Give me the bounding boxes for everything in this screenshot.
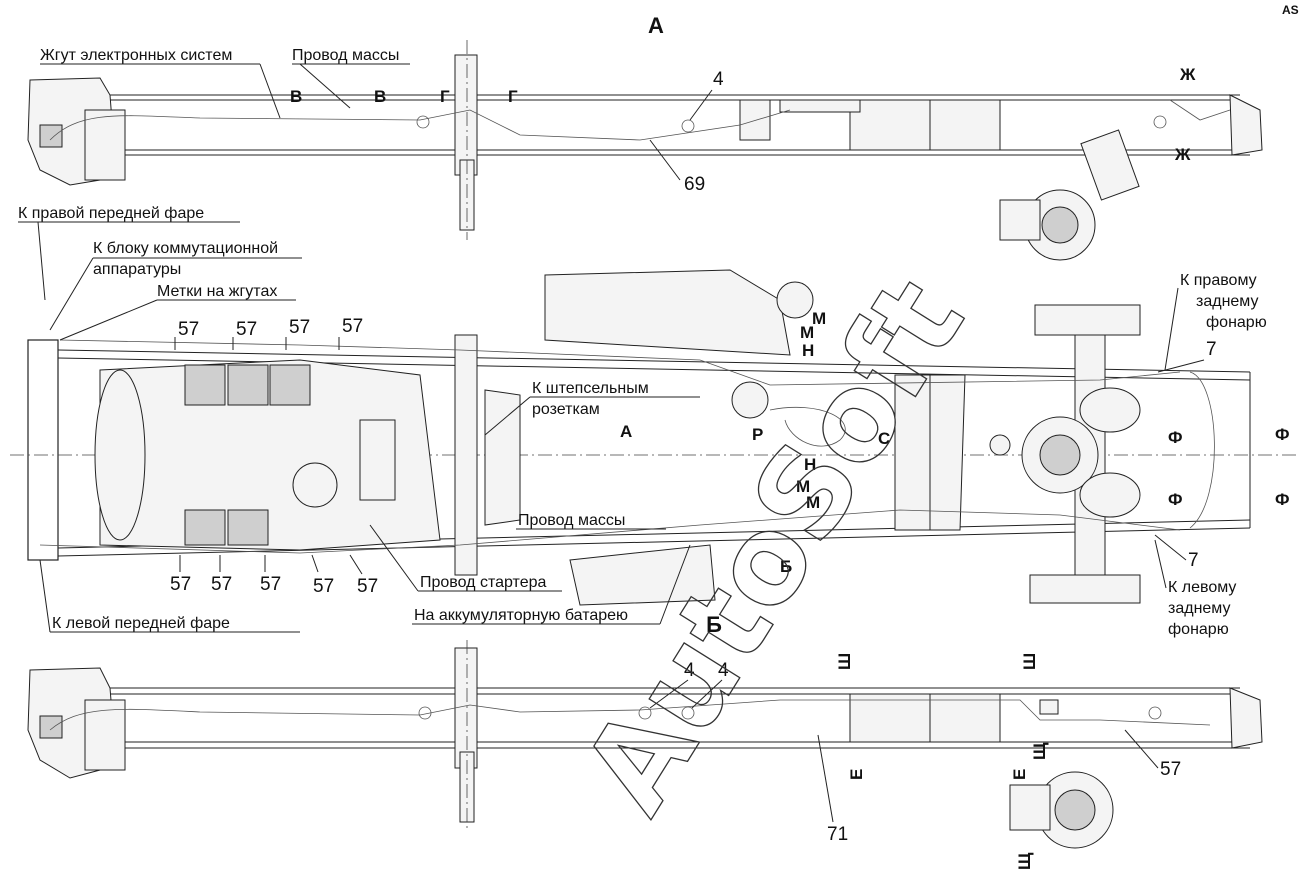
label-harness-electronic: Жгут электронных систем: [40, 47, 232, 64]
callout-57-i: 57: [357, 576, 378, 597]
label-sockets-line1: К штепсельным: [532, 380, 649, 397]
section-f-3: Ф: [1168, 490, 1183, 509]
corner-logo: AS: [1282, 3, 1299, 17]
section-f-4: Ф: [1275, 490, 1290, 509]
label-ground-wire-top: Провод массы: [292, 47, 399, 64]
label-harness-marks: Метки на жгутах: [157, 283, 277, 300]
label-right-rear-line3: фонарю: [1206, 314, 1267, 331]
section-m-1: М: [812, 309, 826, 328]
label-left-rear-line1: К левому: [1168, 579, 1236, 596]
label-to-battery: На аккумуляторную батарею: [414, 607, 628, 624]
label-switch-block-line1: К блоку коммутационной: [93, 240, 278, 257]
callout-4-top: 4: [713, 69, 724, 90]
section-r: Р: [752, 425, 763, 444]
callout-57-g: 57: [260, 574, 281, 595]
section-s: С: [878, 429, 890, 448]
section-a-arrow: А: [620, 422, 632, 441]
section-zh-bottom: Ж: [1174, 145, 1191, 164]
callout-7-bottom: 7: [1188, 550, 1199, 571]
callout-57-right: 57: [1160, 759, 1181, 780]
section-shch-2: Щ: [1015, 852, 1034, 870]
section-v-right: В: [374, 87, 386, 106]
label-left-front-lamp: К левой передней фаре: [52, 615, 230, 632]
section-zh-top: Ж: [1179, 65, 1196, 84]
callout-71: 71: [827, 824, 848, 845]
callout-57-e: 57: [170, 574, 191, 595]
callout-57-d: 57: [342, 316, 363, 337]
label-right-rear-line2: заднему: [1196, 293, 1258, 310]
callout-4-bottom-1: 4: [684, 660, 695, 681]
callout-57-a: 57: [178, 319, 199, 340]
view-b-side-frame: [27, 640, 1263, 849]
label-right-rear-line1: К правому: [1180, 272, 1257, 289]
label-sockets-line2: розеткам: [532, 401, 600, 418]
section-m-4: М: [806, 493, 820, 512]
view-a-title: А: [648, 13, 664, 38]
section-m-2: М: [800, 323, 814, 342]
callout-57-b: 57: [236, 319, 257, 340]
section-shch-1: Щ: [1030, 742, 1049, 760]
section-f-1: Ф: [1168, 428, 1183, 447]
section-e-2: Е: [1010, 769, 1029, 780]
section-e-1: Е: [847, 769, 866, 780]
label-ground-wire-mid: Провод массы: [518, 512, 625, 529]
section-g-right: Г: [508, 87, 518, 106]
callout-57-c: 57: [289, 317, 310, 338]
callout-4-bottom-2: 4: [718, 660, 729, 681]
section-f-2: Ф: [1275, 425, 1290, 444]
callout-57-f: 57: [211, 574, 232, 595]
view-a-side-frame: [27, 40, 1263, 261]
section-g-left: Г: [440, 87, 450, 106]
section-v-left: В: [290, 87, 302, 106]
callout-69: 69: [684, 174, 705, 195]
callout-7-top: 7: [1206, 339, 1217, 360]
section-m-3: М: [796, 477, 810, 496]
label-switch-block-line2: аппаратуры: [93, 261, 181, 278]
plan-view-chassis: [10, 269, 1300, 606]
label-left-rear-line3: фонарю: [1168, 621, 1229, 638]
section-sh-1: Ш: [835, 653, 854, 670]
section-n-2: Н: [804, 455, 816, 474]
label-left-rear-line2: заднему: [1168, 600, 1230, 617]
section-n-1: Н: [802, 341, 814, 360]
section-sh-2: Ш: [1020, 653, 1039, 670]
callout-57-h: 57: [313, 576, 334, 597]
label-right-front-lamp: К правой передней фаре: [18, 205, 204, 222]
view-b-title: Б: [706, 612, 722, 637]
section-b-arrow: Б: [780, 557, 792, 576]
label-starter-wire: Провод стартера: [420, 574, 546, 591]
